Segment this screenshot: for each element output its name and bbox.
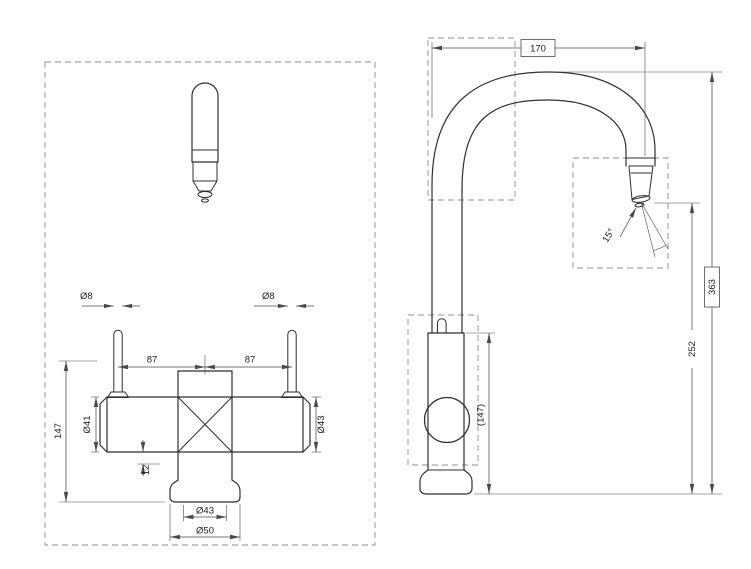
aerator-taper-front — [192, 180, 218, 192]
dim-base-dia: Ø50 — [196, 526, 214, 537]
dim-offset-left: 87 — [147, 355, 158, 366]
gooseneck-inner — [461, 99, 627, 334]
dim-spout-height: 252 — [687, 341, 698, 357]
outlet-side — [631, 195, 651, 203]
angle-arc — [653, 245, 667, 251]
dim-label-halo — [684, 330, 700, 368]
angle-line — [640, 201, 656, 258]
body-boundary — [407, 314, 479, 466]
dim-step: 12 — [141, 465, 152, 476]
dim-body-dia-left: Ø41 — [82, 416, 93, 434]
lever-rod-right — [287, 329, 297, 393]
dim-body-height-ref: (147) — [476, 404, 487, 426]
body-sides — [427, 332, 465, 471]
gooseneck-outer — [431, 71, 656, 334]
aerator-housing-front — [192, 161, 218, 182]
dim-neck-dia: Ø43 — [196, 506, 214, 517]
dim-tip-angle: 15° — [600, 227, 617, 245]
dim-body-dia-right: Ø43 — [316, 416, 327, 434]
spout-tube-front — [191, 82, 219, 163]
side-view: 170 15° (147) 252 363 — [407, 37, 722, 495]
valve-body-circle-side — [423, 396, 471, 444]
valve-body-edges — [106, 396, 304, 453]
base-flange-front — [169, 479, 241, 503]
dim-overall-height: 363 — [707, 279, 718, 295]
front-dimensions: Ø8 Ø8 87 87 147 Ø41 Ø43 — [53, 291, 327, 541]
basic-dim-frame — [704, 266, 720, 308]
valve-body-right-cap — [302, 396, 311, 453]
aerator-side — [628, 165, 654, 200]
tip-boundary — [572, 157, 669, 269]
valve-body-left-cap — [99, 396, 108, 453]
angle-line — [640, 201, 669, 250]
dim-lever-dia-right: Ø8 — [262, 291, 275, 302]
front-view-boundary — [44, 61, 376, 546]
outlet-tip-side — [634, 202, 645, 208]
body-side — [419, 318, 473, 495]
lever-rod-left — [113, 329, 123, 393]
dim-lever-dia-left: Ø8 — [80, 291, 93, 302]
base-flange-side — [419, 469, 473, 495]
dim-reach: 170 — [530, 44, 546, 55]
cross-union — [177, 396, 233, 453]
dim-height: 147 — [53, 423, 64, 439]
spout-side — [431, 71, 656, 334]
front-view: Ø8 Ø8 87 87 147 Ø41 Ø43 — [44, 61, 376, 546]
angle-leader — [619, 207, 637, 238]
side-dimensions: 170 15° (147) 252 363 — [431, 39, 722, 495]
lever-rod-side — [437, 318, 447, 334]
body-front — [99, 370, 311, 503]
body-column — [177, 370, 233, 481]
outlet-front — [197, 191, 213, 198]
dim-offset-right: 87 — [245, 355, 256, 366]
outlet-tip-front — [201, 198, 209, 203]
basic-dim-frame — [520, 39, 556, 57]
riser-boundary — [427, 37, 516, 201]
spout-front — [191, 82, 219, 203]
